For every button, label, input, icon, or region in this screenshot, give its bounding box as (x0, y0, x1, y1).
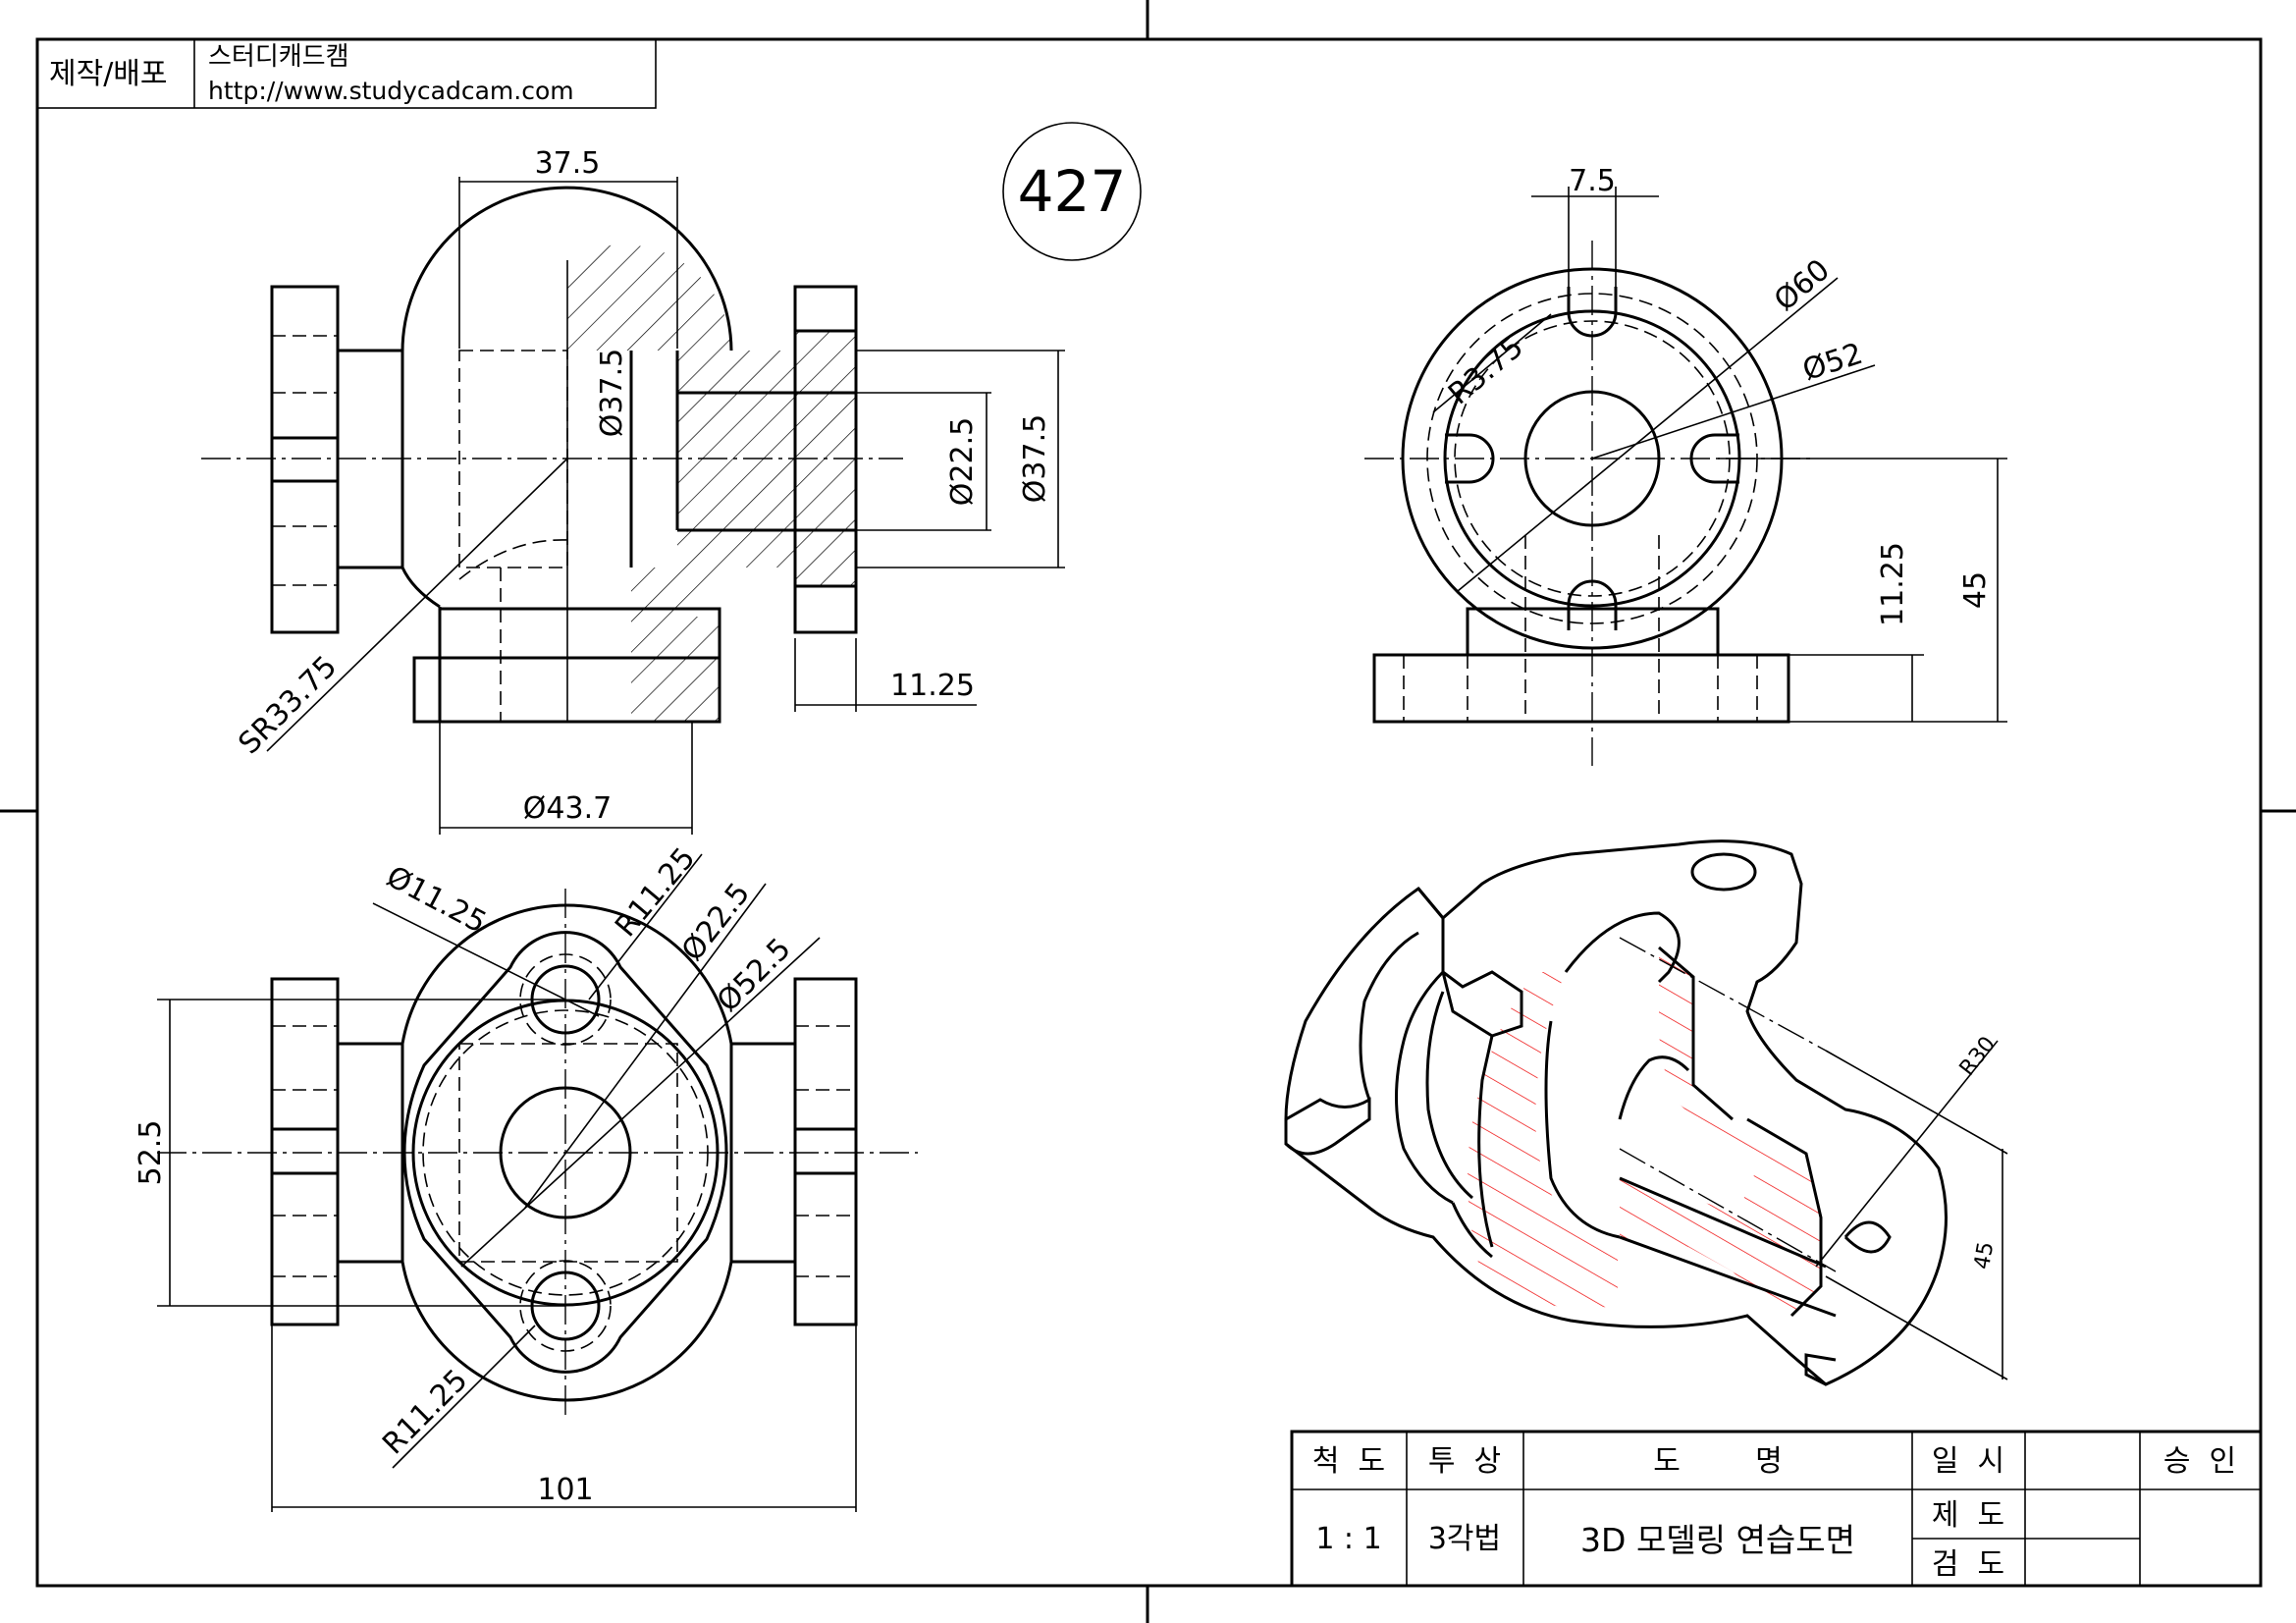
dim-top-body-dia: Ø52.5 (711, 932, 798, 1019)
dim-front-base-dia: Ø43.7 (523, 791, 612, 826)
dim-front-width: 37.5 (535, 146, 601, 181)
header-label: 제작/배포 (49, 57, 168, 91)
header-url: http://www.studycadcam.com (208, 77, 574, 105)
dim-side-pcd: Ø52 (1798, 337, 1867, 388)
isometric-view: R30 45 (1284, 839, 2008, 1386)
dim-side-outer-dia: Ø60 (1768, 252, 1837, 318)
dim-side-center-height: 45 (1958, 571, 1993, 609)
dim-top-bore-dia: Ø22.5 (675, 877, 757, 968)
drawing-border (35, 37, 2263, 1588)
header-company: 스터디캐드캠 (208, 42, 349, 72)
tb-projection-label: 투 상 (1428, 1444, 1501, 1479)
side-view: 7.5 Ø60 Ø52 R3.75 11.25 45 (1364, 164, 2007, 766)
header-box: 제작/배포 스터디캐드캠 http://www.studycadcam.com (36, 38, 657, 109)
top-dims: Ø11.25 R11.25 Ø22.5 Ø52.5 52.5 R11.25 10… (133, 841, 857, 1512)
tb-title-value: 3D 모델링 연습도면 (1580, 1521, 1855, 1559)
tb-scale-value: 1 : 1 (1315, 1522, 1381, 1556)
dim-top-hole-dia: Ø11.25 (381, 859, 492, 940)
dim-front-inner-dia: Ø37.5 (595, 349, 629, 437)
tb-approve-label: 승 인 (2163, 1444, 2236, 1479)
tb-drawn-label: 제 도 (1932, 1498, 2004, 1533)
dim-top-lug-radius: R11.25 (609, 841, 702, 944)
dim-side-notch-radius: R3.75 (1442, 330, 1530, 411)
top-view: Ø11.25 R11.25 Ø22.5 Ø52.5 52.5 R11.25 10… (133, 841, 918, 1512)
dim-front-neck-dia: Ø37.5 (1018, 414, 1052, 503)
iso-dims: R30 45 (1815, 1032, 2008, 1380)
tb-date-label: 일 시 (1932, 1444, 2004, 1479)
dim-front-flange: 11.25 (890, 669, 975, 703)
dim-side-notch: 7.5 (1569, 164, 1616, 198)
side-dims: 7.5 Ø60 Ø52 R3.75 11.25 45 (1432, 164, 2007, 723)
dim-front-sphere-radius: SR33.75 (232, 649, 344, 761)
dim-iso-radius: R30 (1955, 1032, 2001, 1080)
tb-projection-value: 3각법 (1428, 1522, 1501, 1556)
dim-top-overall-length: 101 (537, 1473, 593, 1507)
dim-front-bore: Ø22.5 (945, 417, 980, 506)
dim-side-base-height: 11.25 (1876, 542, 1910, 626)
dim-top-hole-spacing: 52.5 (133, 1120, 168, 1186)
tb-name-label: 도 명 (1653, 1444, 1783, 1479)
drawing-number-bubble: 427 (1002, 122, 1142, 261)
front-section-hatch (567, 244, 856, 722)
tb-scale-label: 척 도 (1312, 1444, 1385, 1479)
front-view: 37.5 Ø37.5 Ø22.5 Ø37.5 11.25 SR33.75 Ø43… (201, 146, 1065, 835)
tb-checked-label: 검 도 (1932, 1547, 2004, 1582)
title-block: 척 도 투 상 도 명 일 시 승 인 제 도 검 도 1 : 1 3각법 3D… (1290, 1430, 2263, 1588)
dim-iso-height: 45 (1970, 1240, 1999, 1271)
dim-top-lug-radius-bottom: R11.25 (376, 1363, 474, 1461)
drawing-number: 427 (1018, 158, 1127, 225)
